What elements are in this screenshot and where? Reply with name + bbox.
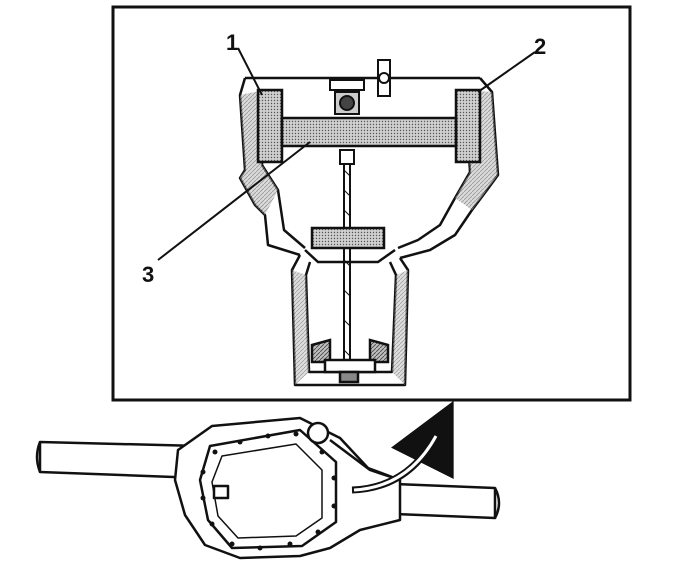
detail-frame [111,5,632,402]
callout-leaders [157,47,536,261]
view-direction-arrow-fill [353,435,438,492]
callout-3: 3 [142,262,154,287]
cover-bolts [200,431,337,551]
upper-pinion-bearing-block [310,226,386,250]
left-bearing-cup [256,88,284,164]
callout-2: 2 [534,34,546,59]
gauge-plate [280,116,458,148]
right-bearing-cup [454,88,482,164]
dial-indicator [329,59,410,115]
rear-axle-assembly [35,416,501,560]
callout-1: 1 [226,30,238,55]
lower-pinion-bearing [310,338,390,384]
